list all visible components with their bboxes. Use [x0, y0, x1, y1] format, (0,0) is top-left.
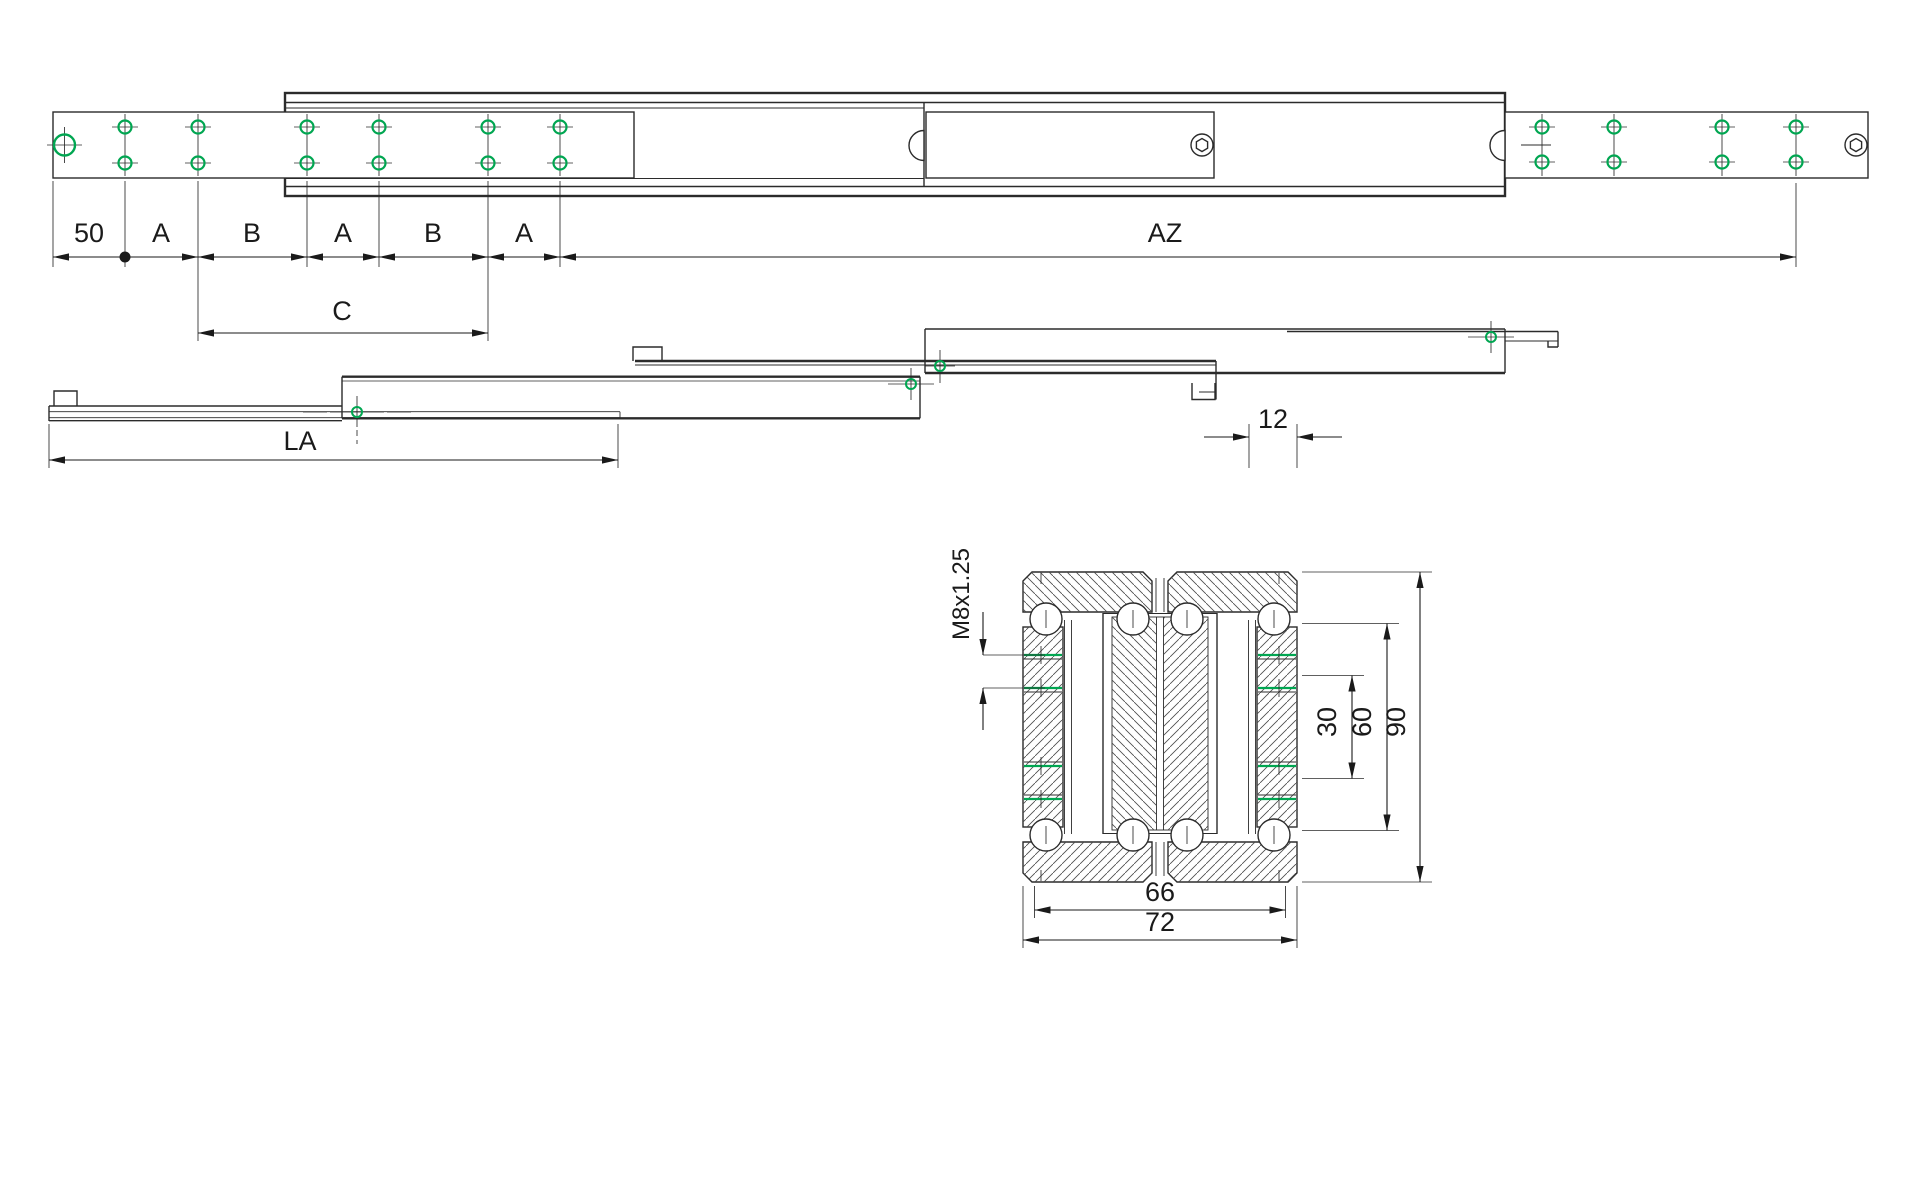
latch-notch: [908, 129, 925, 162]
thread-hole-marks: [1258, 573, 1296, 881]
inner-rail-plate-left: [52, 111, 635, 179]
latch-notch-right: [1489, 129, 1506, 162]
top-view-closed-slide: 50 A B A B A AZ C: [47, 91, 1869, 341]
dim-label-12: 12: [1258, 404, 1288, 434]
datum-point: [119, 251, 131, 263]
dim-label-la: LA: [283, 426, 316, 456]
hex-screw: [1844, 133, 1868, 157]
intermediate-member-1: [341, 375, 921, 420]
hole-column: [547, 114, 573, 176]
mounting-holes-right-plate: [1529, 114, 1809, 176]
reference-hole: [888, 368, 934, 400]
height-dimensions: 30 60 90: [1302, 571, 1432, 883]
hole-column: [1601, 114, 1627, 176]
mounting-hole-large: [47, 127, 82, 163]
thread-callout: M8x1.25: [948, 548, 1045, 730]
hole-column: [185, 114, 211, 176]
dim-label-az: AZ: [1148, 218, 1183, 248]
outer-rail-plate-right: [1504, 111, 1869, 179]
length-dimension: LA: [48, 424, 619, 468]
width-dimensions: 66 72: [1022, 877, 1298, 948]
dim-label-a1: A: [152, 218, 170, 248]
hole-column: [112, 114, 138, 176]
cross-section-view: M8x1.25 12 30 60 90: [948, 404, 1432, 948]
rail-panel: [925, 111, 1215, 179]
reference-hole: [1468, 321, 1514, 353]
bearing-balls-bottom: [1029, 818, 1291, 852]
dim-label-a3: A: [515, 218, 533, 248]
dim-label-b1: B: [243, 218, 261, 248]
mounting-holes-left-plate: [112, 114, 573, 176]
hex-screw: [1190, 133, 1214, 157]
hole-column: [1529, 114, 1555, 176]
hole-span-dimension: C: [197, 267, 489, 341]
extended-view-slide: LA: [48, 321, 1559, 468]
top-width-dimension: 12: [1204, 404, 1342, 468]
dim-label-b2: B: [424, 218, 442, 248]
reference-hole: [925, 350, 955, 383]
inner-member: [48, 390, 621, 422]
right-wall-section: [1248, 573, 1298, 881]
dim-label-a2: A: [334, 218, 352, 248]
pitch-dimension-chain: 50 A B A B A AZ: [52, 181, 1797, 267]
dim-label-72: 72: [1145, 907, 1175, 937]
dim-label-66: 66: [1145, 877, 1175, 907]
dim-label-90: 90: [1381, 707, 1411, 737]
dim-label-30: 30: [1312, 707, 1342, 737]
hole-column: [294, 114, 320, 176]
hole-column: [475, 114, 501, 176]
hole-column: [1783, 114, 1809, 176]
dim-label-c: C: [332, 296, 352, 326]
dim-label-60: 60: [1347, 707, 1377, 737]
reference-hole: [303, 396, 411, 444]
dim-label-50: 50: [74, 218, 104, 248]
outer-member: [924, 328, 1559, 375]
hole-column: [366, 114, 392, 176]
thread-label: M8x1.25: [948, 548, 975, 640]
left-wall-section: [1022, 573, 1072, 881]
center-column-section: [1102, 613, 1218, 834]
hole-column: [1709, 114, 1735, 176]
bearing-balls-top: [1029, 602, 1291, 636]
